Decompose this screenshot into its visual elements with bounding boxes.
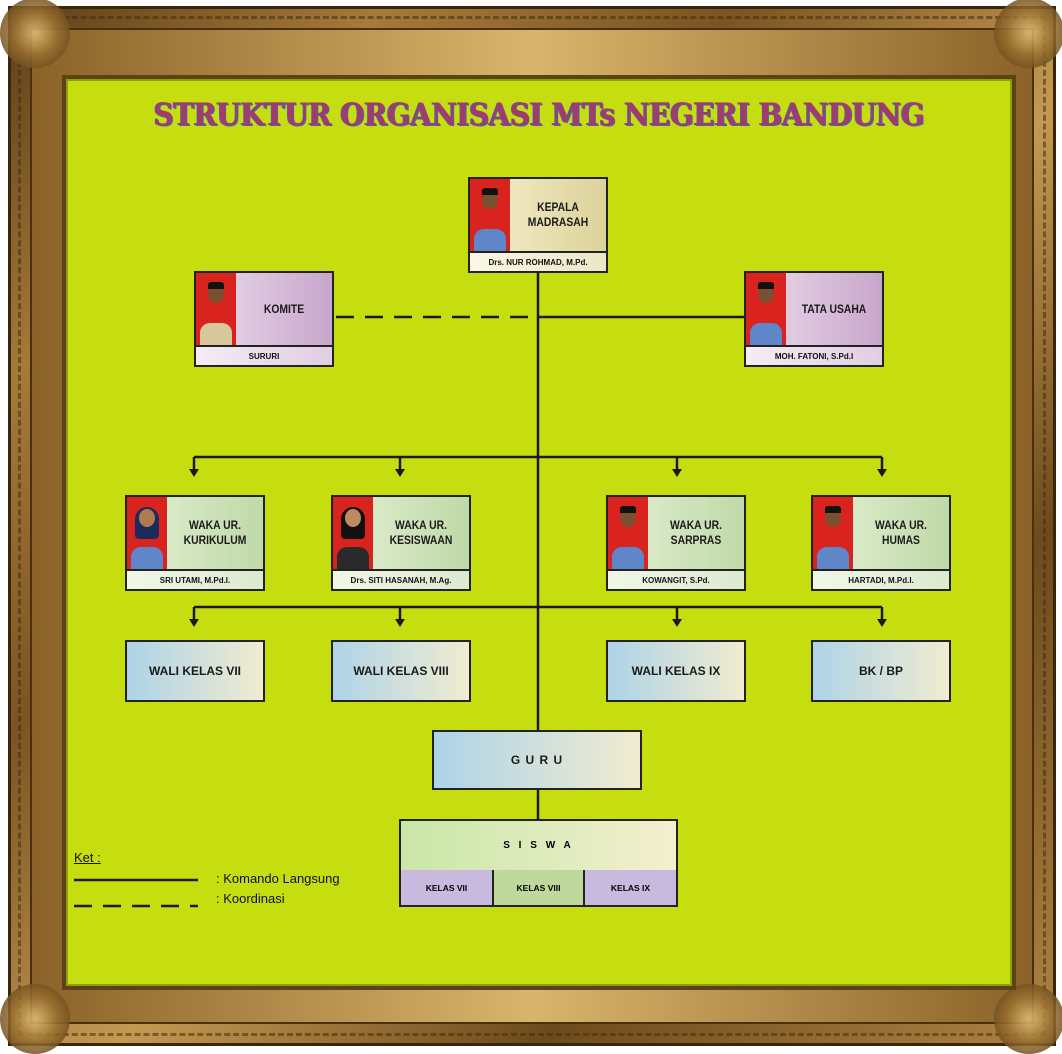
kepala-madrasah-card: KEPALA MADRASAH Drs. NUR ROHMAD, M.Pd. (468, 177, 608, 273)
person-name: SRI UTAMI, M.Pd.I. (127, 569, 263, 589)
wali-kelas-viii-box: WALI KELAS VIII (331, 640, 471, 702)
person-name: KOWANGIT, S.Pd. (608, 569, 744, 589)
role-label: TATA USAHA (801, 303, 867, 316)
frame-corner-ornament (0, 984, 70, 1054)
arrow-head (189, 619, 199, 627)
waka-humas-card: WAKA UR. HUMAS HARTADI, M.Pd.I. (811, 495, 951, 591)
kelas-viii-cell: KELAS VIII (494, 870, 585, 905)
kelas-ix-cell: KELAS IX (585, 870, 676, 905)
waka-kesiswaan-card: WAKA UR. KESISWAAN Drs. SITI HASANAH, M.… (331, 495, 471, 591)
legend-dashed-label: : Koordinasi (216, 891, 285, 906)
portrait-photo (813, 497, 853, 571)
arrow-head (672, 469, 682, 477)
bk-bp-box: BK / BP (811, 640, 951, 702)
arrow-head (395, 619, 405, 627)
wali-kelas-ix-box: WALI KELAS IX (606, 640, 746, 702)
guru-box: G U R U (432, 730, 642, 790)
portrait-photo (746, 273, 786, 347)
arrow-head (877, 469, 887, 477)
legend-title: Ket : (74, 850, 101, 865)
portrait-photo (196, 273, 236, 347)
waka-kurikulum-card: WAKA UR. KURIKULUM SRI UTAMI, M.Pd.I. (125, 495, 265, 591)
frame-bead (18, 16, 1046, 1036)
portrait-photo (470, 179, 510, 253)
connector-lines (74, 273, 887, 908)
role-label: KEPALA MADRASAH (527, 202, 589, 229)
frame-corner-ornament (994, 0, 1062, 68)
person-name: Drs. SITI HASANAH, M.Ag. (333, 569, 469, 589)
role-label: WAKA UR. KURIKULUM (183, 520, 247, 547)
kelas-vii-cell: KELAS VII (401, 870, 494, 905)
tata-usaha-card: TATA USAHA MOH. FATONI, S.Pd.I (744, 271, 884, 367)
portrait-photo (127, 497, 167, 571)
role-label: WAKA UR. KESISWAAN (389, 520, 453, 547)
arrow-head (395, 469, 405, 477)
role-label: KOMITE (263, 303, 305, 316)
portrait-photo (608, 497, 648, 571)
role-label: WAKA UR. HUMAS (875, 520, 927, 547)
wali-kelas-vii-box: WALI KELAS VII (125, 640, 265, 702)
person-name: Drs. NUR ROHMAD, M.Pd. (470, 251, 606, 271)
role-label: WAKA UR. SARPRAS (670, 520, 722, 547)
frame-corner-ornament (0, 0, 70, 68)
chart-title: STRUKTUR ORGANISASI MTs NEGERI BANDUNG (153, 97, 925, 133)
siswa-box: S I S W A KELAS VII KELAS VIII KELAS IX (399, 819, 678, 907)
portrait-photo (333, 497, 373, 571)
arrow-head (189, 469, 199, 477)
org-chart-canvas: STRUKTUR ORGANISASI MTs NEGERI BANDUNG (66, 79, 1012, 986)
komite-card: KOMITE SURURI (194, 271, 334, 367)
waka-sarpras-card: WAKA UR. SARPRAS KOWANGIT, S.Pd. (606, 495, 746, 591)
arrow-head (672, 619, 682, 627)
person-name: MOH. FATONI, S.Pd.I (746, 345, 882, 365)
person-name: HARTADI, M.Pd.I. (813, 569, 949, 589)
frame-corner-ornament (994, 984, 1062, 1054)
person-name: SURURI (196, 345, 332, 365)
siswa-label: S I S W A (401, 821, 676, 872)
arrow-head (877, 619, 887, 627)
legend-solid-label: : Komando Langsung (216, 871, 340, 886)
